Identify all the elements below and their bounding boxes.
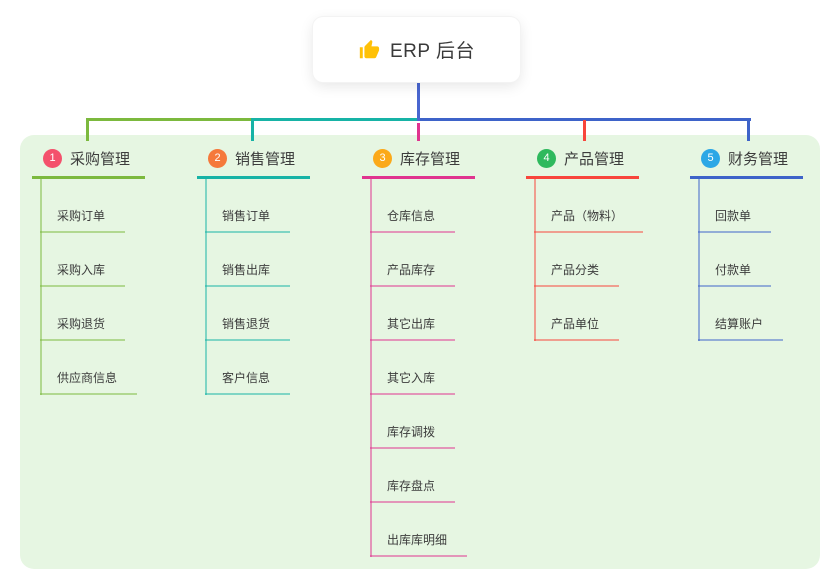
branch-items: 回款单 付款单 结算账户 [698,179,784,341]
branch-item[interactable]: 供应商信息 [40,341,138,395]
branch-item[interactable]: 产品（物料） [534,179,644,233]
branch-item[interactable]: 产品单位 [534,287,620,341]
branch-item[interactable]: 销售订单 [205,179,291,233]
connector-drop [251,120,254,141]
branch-item[interactable]: 出库库明细 [370,503,468,557]
connector-bus-segment [251,118,419,121]
branch-number-badge: 3 [373,149,392,168]
root-node[interactable]: ERP 后台 [313,17,520,82]
branch-header-purchase[interactable]: 1 采购管理 [32,144,146,179]
branch-item[interactable]: 仓库信息 [370,179,456,233]
branch-item[interactable]: 产品分类 [534,233,620,287]
connector-drop [417,123,420,141]
branch-node-inventory: 3 库存管理 仓库信息 产品库存 其它出库 其它入库 库存调拨 库存盘点 出库库… [362,144,476,557]
root-connector-line [417,80,420,121]
branch-items: 销售订单 销售出库 销售退货 客户信息 [205,179,291,395]
branch-item[interactable]: 销售退货 [205,287,291,341]
branch-label: 产品管理 [564,151,625,168]
branch-item[interactable]: 产品库存 [370,233,456,287]
branch-label: 采购管理 [70,151,131,168]
branch-items: 采购订单 采购入库 采购退货 供应商信息 [40,179,138,395]
branch-label: 财务管理 [728,151,789,168]
branch-item[interactable]: 其它入库 [370,341,456,395]
branch-number-badge: 5 [701,149,720,168]
branch-item[interactable]: 采购退货 [40,287,126,341]
branch-items: 产品（物料） 产品分类 产品单位 [534,179,644,341]
canvas-panel [20,135,820,569]
branch-node-finance: 5 财务管理 回款单 付款单 结算账户 [690,144,804,341]
branch-item[interactable]: 其它出库 [370,287,456,341]
connector-bus-segment [417,118,751,121]
branch-number-badge: 4 [537,149,556,168]
branch-item[interactable]: 客户信息 [205,341,291,395]
branch-header-product[interactable]: 4 产品管理 [526,144,640,179]
branch-item[interactable]: 回款单 [698,179,772,233]
branch-header-inventory[interactable]: 3 库存管理 [362,144,476,179]
branch-label: 销售管理 [235,151,296,168]
branch-node-sales: 2 销售管理 销售订单 销售出库 销售退货 客户信息 [197,144,311,395]
branch-header-sales[interactable]: 2 销售管理 [197,144,311,179]
branch-node-product: 4 产品管理 产品（物料） 产品分类 产品单位 [526,144,644,341]
branch-item[interactable]: 结算账户 [698,287,784,341]
branch-item[interactable]: 付款单 [698,233,772,287]
connector-drop [583,120,586,141]
thumbs-up-icon [359,39,380,58]
branch-item[interactable]: 采购入库 [40,233,126,287]
branch-number-badge: 2 [208,149,227,168]
branch-label: 库存管理 [400,151,461,168]
connector-bus-segment [86,118,253,121]
connector-drop [86,120,89,141]
branch-items: 仓库信息 产品库存 其它出库 其它入库 库存调拨 库存盘点 出库库明细 [370,179,468,557]
branch-number-badge: 1 [43,149,62,168]
branch-item[interactable]: 销售出库 [205,233,291,287]
branch-item[interactable]: 库存调拨 [370,395,456,449]
connector-drop [747,120,750,141]
root-node-title: ERP 后台 [389,41,475,62]
branch-node-purchase: 1 采购管理 采购订单 采购入库 采购退货 供应商信息 [32,144,146,395]
branch-header-finance[interactable]: 5 财务管理 [690,144,804,179]
branch-item[interactable]: 库存盘点 [370,449,456,503]
branch-item[interactable]: 采购订单 [40,179,126,233]
